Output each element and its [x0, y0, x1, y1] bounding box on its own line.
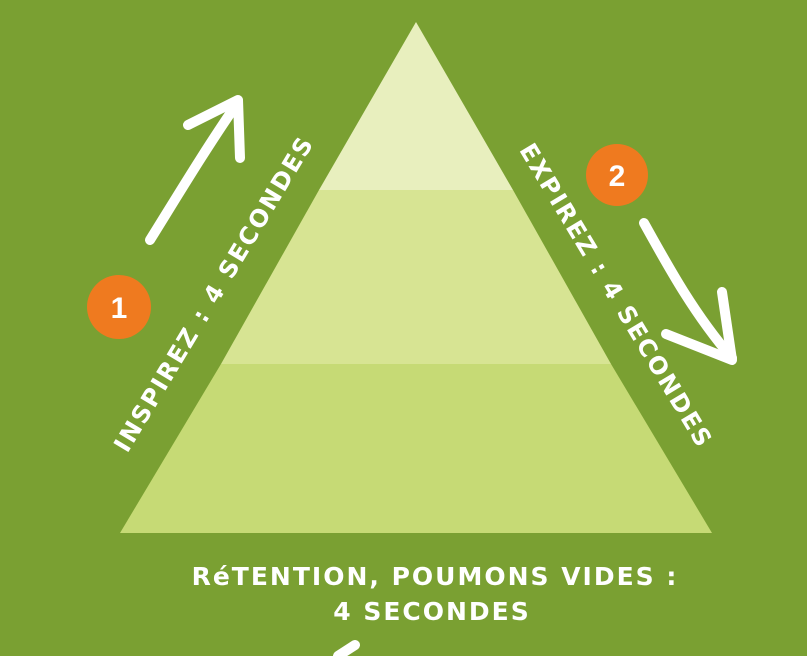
pyramid-top-layer [319, 22, 513, 190]
step-1-number: 1 [111, 292, 128, 325]
retention-label-line1: RéTENTION, POUMONS VIDES : [192, 562, 679, 591]
step-2-badge: 2 [586, 144, 648, 206]
pyramid-middle-layer [221, 190, 611, 364]
arrow-down-right-icon [639, 218, 737, 365]
step-1-badge: 1 [87, 275, 151, 339]
arrow-bottom-partial-icon [333, 640, 360, 656]
step-2-number: 2 [609, 160, 626, 193]
pyramid-bottom-layer [120, 364, 712, 533]
arrow-up-right-icon [145, 95, 245, 245]
retention-label-line2: 4 SECONDES [333, 597, 531, 626]
